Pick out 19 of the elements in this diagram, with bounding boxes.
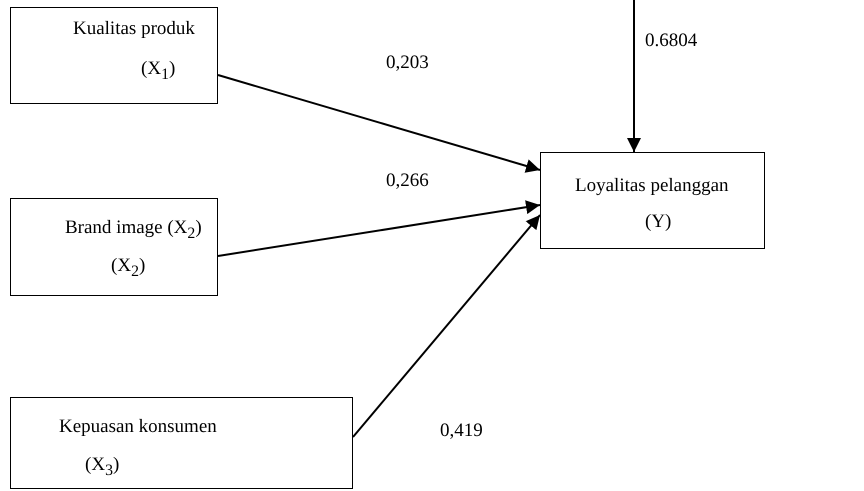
arrow — [218, 200, 540, 257]
variable-label: (X$_{1}$) — [141, 58, 176, 84]
variable-label: Loyalitas pelanggan — [575, 175, 729, 197]
variable-label: (X$_{2}$) — [111, 255, 146, 281]
arrow — [627, 0, 641, 152]
variable-box — [10, 198, 218, 296]
variable-label: Brand image (X$_{2}$) — [65, 217, 202, 243]
edge-label: 0,419 — [440, 420, 483, 442]
variable-label: Kualitas produk — [73, 18, 195, 40]
edge-label: 0,203 — [386, 52, 429, 74]
variable-box — [10, 7, 218, 104]
variable-box — [10, 397, 353, 489]
arrow — [352, 214, 541, 438]
variable-label: (Y) — [645, 211, 672, 233]
variable-box — [540, 152, 765, 249]
arrow — [218, 74, 540, 173]
variable-label: Kepuasan konsumen — [59, 416, 217, 438]
edge-label: 0,266 — [386, 170, 429, 192]
variable-label: (X$_{3}$) — [85, 454, 120, 480]
